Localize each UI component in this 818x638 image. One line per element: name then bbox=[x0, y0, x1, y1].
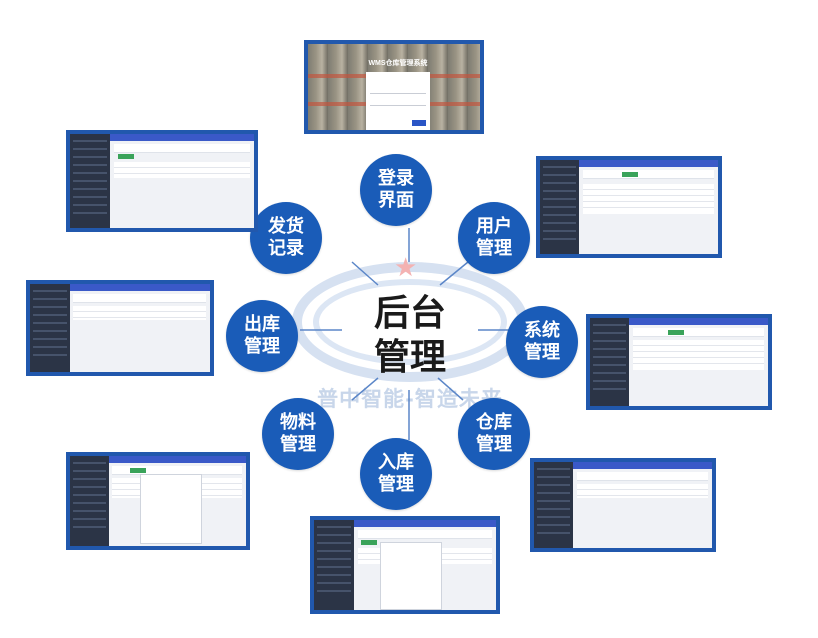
thumb-table bbox=[114, 162, 251, 178]
thumb-login-field bbox=[370, 88, 426, 94]
thumb-button bbox=[361, 540, 378, 545]
thumb-button bbox=[621, 172, 638, 177]
thumb-modal bbox=[380, 542, 442, 610]
thumb-inbound-screen bbox=[310, 516, 500, 614]
thumb-topbar bbox=[354, 520, 496, 527]
thumb-table bbox=[73, 306, 207, 320]
thumb-sidebar bbox=[30, 284, 70, 372]
node-warehouse-label: 仓库管理 bbox=[476, 412, 512, 455]
thumb-header bbox=[582, 170, 715, 179]
thumb-header bbox=[576, 472, 709, 481]
thumb-login-screen: WMS仓库管理系统 bbox=[304, 40, 484, 134]
thumb-table bbox=[632, 340, 765, 370]
node-outbound-label: 出库管理 bbox=[244, 314, 280, 357]
node-outbound-management[interactable]: 出库管理 bbox=[226, 300, 298, 372]
node-material-label: 物料管理 bbox=[280, 412, 316, 455]
node-inbound-label: 入库管理 bbox=[378, 452, 414, 495]
thumb-topbar bbox=[69, 284, 210, 291]
thumb-topbar bbox=[108, 456, 246, 463]
thumb-login-title: WMS仓库管理系统 bbox=[368, 60, 428, 67]
thumb-material-screen bbox=[66, 452, 250, 550]
node-system-management[interactable]: 系统管理 bbox=[506, 306, 578, 378]
node-user-label: 用户管理 bbox=[476, 216, 512, 259]
thumb-header bbox=[357, 530, 493, 539]
center-title: 后台 管理 bbox=[348, 292, 472, 380]
thumb-topbar bbox=[573, 462, 712, 469]
node-shipping-label: 发货记录 bbox=[268, 216, 304, 259]
thumb-table bbox=[576, 484, 709, 498]
center-title-line2: 管理 bbox=[373, 337, 446, 378]
node-login-label: 登录界面 bbox=[378, 168, 414, 211]
thumb-header bbox=[73, 294, 207, 303]
thumb-sidebar bbox=[314, 520, 355, 610]
thumb-shipping-screen bbox=[66, 130, 258, 232]
thumb-sidebar bbox=[70, 134, 111, 228]
thumb-sidebar bbox=[70, 456, 109, 546]
thumb-sidebar bbox=[534, 462, 574, 548]
thumb-login-field bbox=[370, 100, 426, 106]
thumb-user-screen bbox=[536, 156, 722, 258]
thumb-modal bbox=[140, 474, 202, 544]
watermark-logo-inner-ring bbox=[313, 279, 507, 365]
thumb-outbound-screen bbox=[26, 280, 214, 376]
thumb-topbar bbox=[579, 160, 718, 167]
center-title-line1: 后台 bbox=[373, 293, 446, 334]
node-inbound-management[interactable]: 入库管理 bbox=[360, 438, 432, 510]
thumb-topbar bbox=[629, 318, 768, 325]
thumb-sidebar bbox=[590, 318, 630, 406]
node-warehouse-management[interactable]: 仓库管理 bbox=[458, 398, 530, 470]
thumb-button bbox=[129, 468, 146, 473]
thumb-login-button bbox=[412, 120, 426, 126]
thumb-table bbox=[582, 184, 715, 214]
thumb-topbar bbox=[110, 134, 254, 141]
thumb-header bbox=[114, 144, 251, 153]
thumb-header bbox=[632, 328, 765, 337]
thumb-button bbox=[117, 154, 134, 159]
watermark-star-icon: ★ bbox=[394, 252, 418, 282]
thumb-warehouse-screen bbox=[530, 458, 716, 552]
node-system-label: 系统管理 bbox=[524, 320, 560, 363]
thumb-system-screen bbox=[586, 314, 772, 410]
node-login[interactable]: 登录界面 bbox=[360, 154, 432, 226]
thumb-sidebar bbox=[540, 160, 580, 254]
thumb-button bbox=[668, 330, 685, 335]
node-user-management[interactable]: 用户管理 bbox=[458, 202, 530, 274]
node-shipping-records[interactable]: 发货记录 bbox=[250, 202, 322, 274]
node-material-management[interactable]: 物料管理 bbox=[262, 398, 334, 470]
